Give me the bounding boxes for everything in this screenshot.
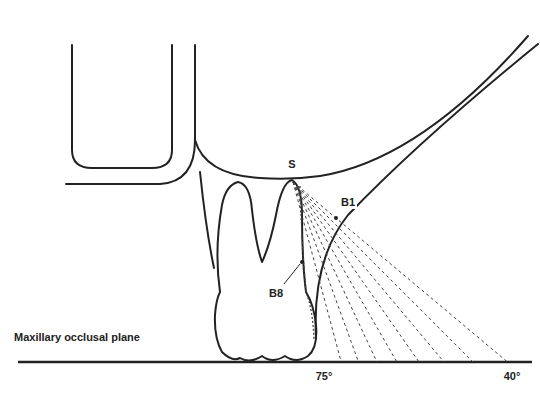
point-label: B1 (339, 196, 357, 209)
b8-point (300, 260, 304, 264)
palate-line (66, 45, 195, 184)
angle-line (293, 182, 397, 362)
b8-leader (284, 264, 300, 284)
point-label: S (286, 158, 297, 171)
b1-point (334, 216, 338, 220)
point-label: B8 (267, 287, 285, 300)
root-surface-dots (300, 186, 314, 340)
sinus-floor (195, 36, 528, 179)
angle-label: 75° (314, 370, 335, 383)
alveolar-wall (200, 172, 214, 268)
angle-line (293, 182, 341, 362)
angle-line (293, 182, 473, 362)
angle-line (293, 182, 508, 362)
angle-lines (293, 182, 508, 362)
angle-line (293, 182, 377, 362)
angle-line (293, 182, 444, 362)
plane-label: Maxillary occlusal plane (12, 331, 142, 344)
molar-tooth (215, 180, 316, 361)
nasal-wall (72, 45, 172, 168)
occlusal-plane (18, 361, 532, 364)
angle-label: 40° (502, 370, 523, 383)
